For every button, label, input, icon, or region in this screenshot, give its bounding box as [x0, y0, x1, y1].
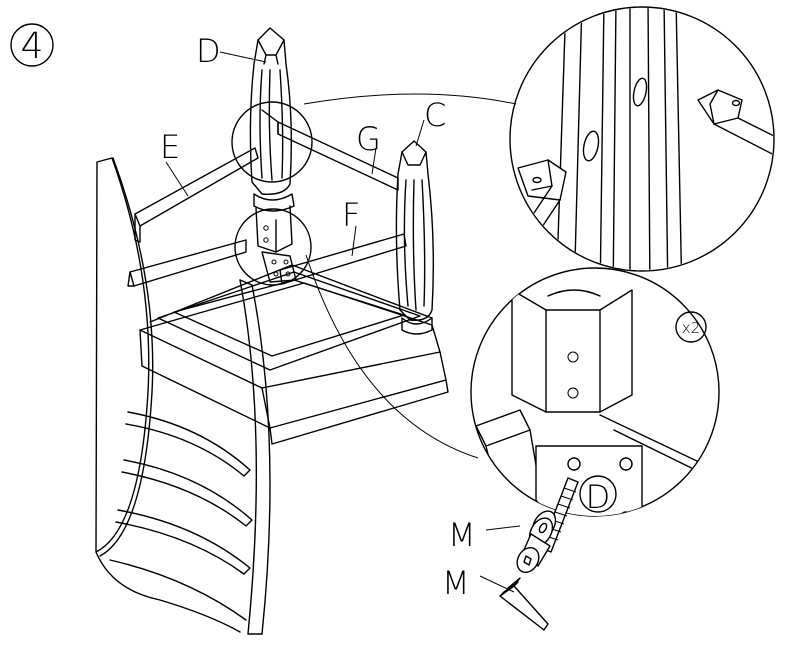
detail-view-joint — [509, 6, 775, 272]
part-label-d: D — [196, 32, 221, 70]
stretchers — [127, 109, 407, 287]
step-number: 4 — [21, 26, 44, 67]
part-label-f: F — [342, 196, 360, 234]
leg-c — [395, 140, 435, 335]
chair-back — [95, 157, 271, 635]
part-label-g: G — [356, 120, 381, 158]
allen-key-icon — [499, 577, 549, 631]
bolt-with-washer-icon — [516, 477, 579, 574]
part-label-e: E — [160, 128, 180, 166]
leg-d — [249, 27, 295, 253]
part-label-m-key: M — [442, 564, 470, 602]
step-badge: 4 — [10, 23, 54, 67]
part-label-m-bolt: M — [448, 516, 476, 554]
seat-frame — [139, 264, 449, 445]
quantity-text: x2 — [682, 319, 700, 337]
quantity-badge — [675, 311, 707, 343]
callout-circle-upper — [231, 101, 313, 183]
part-label-c: C — [424, 96, 446, 134]
detail-view-bolt: D x2 — [470, 267, 720, 517]
part-label-d-detail: D — [586, 478, 611, 516]
callout-circle-lower — [234, 208, 312, 286]
leader-lines — [165, 51, 521, 593]
